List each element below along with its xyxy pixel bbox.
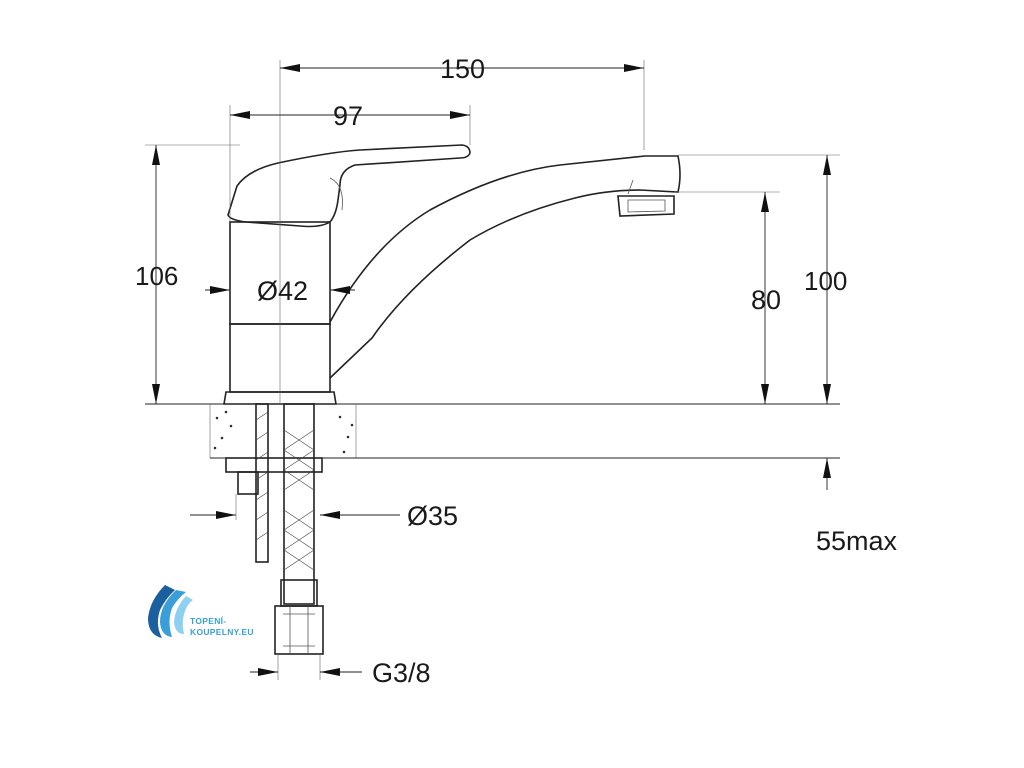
mounting-bracket <box>237 471 259 495</box>
water-drop-icon <box>148 585 193 638</box>
flex-hose <box>283 403 315 605</box>
dim-max-counter-thickness: 55max <box>816 526 898 556</box>
dim-spout-height: 100 <box>804 266 847 296</box>
spout <box>329 155 681 379</box>
mounting-washer <box>225 457 323 473</box>
threaded-rod <box>255 403 269 563</box>
logo-line2: KOUPELNY.EU <box>190 627 254 637</box>
dim-spout-clearance: 80 <box>751 285 781 315</box>
dim-body-diameter: Ø42 <box>257 276 308 306</box>
dimension-lines <box>145 60 840 676</box>
hose-ferrule <box>280 579 318 607</box>
countertop-hatch <box>213 410 354 454</box>
dim-total-reach: 150 <box>440 54 485 84</box>
brand-logo: TOPENÍ- KOUPELNY.EU <box>148 585 254 638</box>
faucet-outline <box>223 144 681 405</box>
connection-nut <box>274 605 324 655</box>
lever-handle <box>227 144 471 228</box>
dim-mounting-diameter: Ø35 <box>407 501 458 531</box>
dim-body-height: 106 <box>135 261 178 291</box>
hose-braid <box>283 429 315 571</box>
dim-handle-reach: 97 <box>333 101 363 131</box>
aerator <box>617 195 675 217</box>
logo-line1: TOPENÍ- <box>190 616 226 626</box>
countertop <box>145 403 840 680</box>
dim-connection-thread: G3/8 <box>372 658 431 688</box>
